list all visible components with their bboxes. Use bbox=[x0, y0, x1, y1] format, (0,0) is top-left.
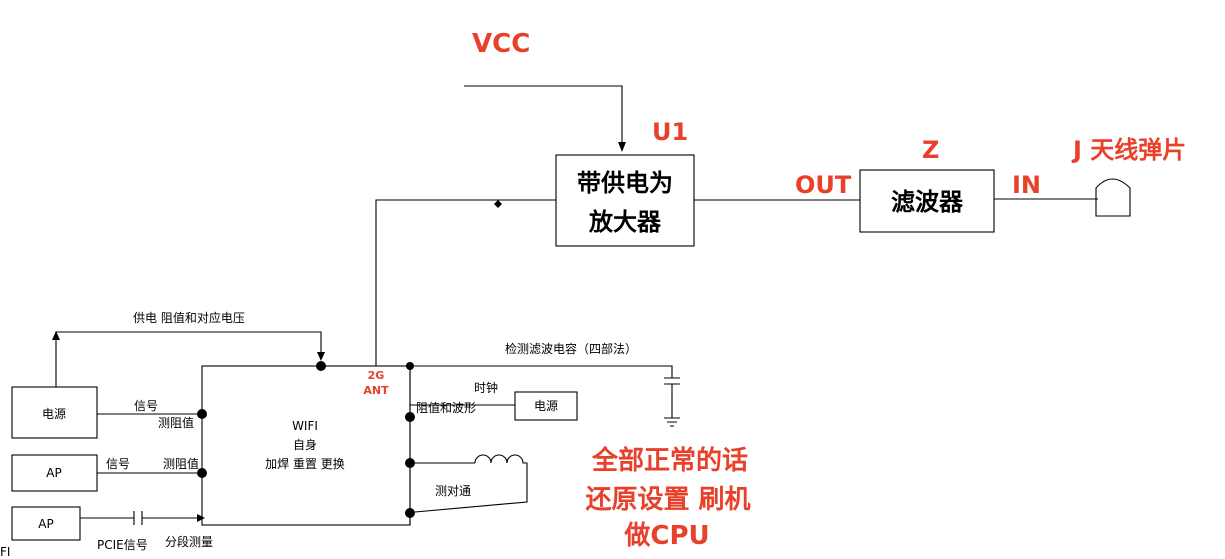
segment-measure-label: 分段测量 bbox=[165, 534, 213, 549]
measure-res-label-1: 测阻值 bbox=[158, 415, 194, 430]
clock-power-label: 电源 bbox=[534, 399, 558, 413]
signal-label-1: 信号 bbox=[134, 399, 158, 413]
vcc-wire bbox=[464, 85, 623, 150]
power-arrow-down-icon bbox=[317, 352, 325, 361]
ap-label-2: AP bbox=[38, 517, 53, 531]
power-source-block bbox=[11, 386, 98, 439]
pcie-arrow-icon bbox=[197, 514, 205, 522]
power-arrow-up-icon bbox=[52, 331, 60, 340]
signal-label-2: 信号 bbox=[106, 457, 130, 471]
clock-label: 时钟 bbox=[474, 380, 498, 395]
antenna-label: J 天线弹片 bbox=[1071, 136, 1186, 164]
edge-fragment-text: FI bbox=[0, 545, 10, 559]
wifi-label: WIFI bbox=[292, 419, 318, 433]
power-wire bbox=[55, 331, 322, 387]
ap-block-2 bbox=[11, 506, 81, 541]
vcc-label: VCC bbox=[472, 29, 530, 59]
pcie-capacitor-icon bbox=[133, 511, 143, 525]
wifi-self-label: 自身 bbox=[293, 437, 317, 452]
continuity-label: 测对通 bbox=[435, 484, 471, 498]
power-node bbox=[316, 361, 326, 371]
ap-label-1: AP bbox=[46, 466, 61, 480]
pcie-signal-label: PCIE信号 bbox=[97, 538, 148, 552]
clock-power-block bbox=[514, 391, 578, 421]
amplifier-block bbox=[555, 154, 695, 247]
wifi-chip-block bbox=[201, 365, 411, 526]
filter-block bbox=[859, 169, 995, 233]
antenna-feed-wire bbox=[375, 199, 556, 366]
filter-label: 滤波器 bbox=[891, 188, 964, 216]
advice-line-2: 还原设置 刷机 bbox=[585, 485, 750, 515]
capacitor-icon bbox=[664, 377, 680, 385]
resistance-waveform-label: 阻值和波形 bbox=[416, 400, 476, 415]
cap-wire bbox=[410, 365, 673, 378]
ground-icon bbox=[664, 384, 680, 427]
z-label: Z bbox=[922, 136, 939, 164]
power-source-label: 电源 bbox=[42, 407, 66, 421]
u1-label: U1 bbox=[652, 118, 688, 146]
junction-icon bbox=[494, 200, 502, 208]
ant-label: ANT bbox=[363, 384, 389, 397]
wifi-actions-label: 加焊 重置 更换 bbox=[265, 456, 345, 471]
advice-line-3: 做CPU bbox=[623, 521, 709, 551]
ant-2g-label: 2G bbox=[368, 369, 385, 382]
antenna-spring-icon bbox=[1095, 178, 1131, 217]
power-voltage-label: 供电 阻值和对应电压 bbox=[133, 310, 245, 325]
out-label: OUT bbox=[795, 171, 852, 199]
measure-res-label-2: 测阻值 bbox=[163, 456, 199, 471]
advice-line-1: 全部正常的话 bbox=[591, 445, 748, 476]
amplifier-label-line2: 放大器 bbox=[588, 208, 662, 236]
inductor-icon bbox=[414, 454, 528, 513]
vcc-arrow-icon bbox=[618, 142, 626, 152]
capacitor-check-label: 检测滤波电容（四部法） bbox=[505, 341, 637, 356]
amplifier-label-line1: 带供电为 bbox=[577, 169, 673, 197]
in-label: IN bbox=[1012, 171, 1041, 199]
